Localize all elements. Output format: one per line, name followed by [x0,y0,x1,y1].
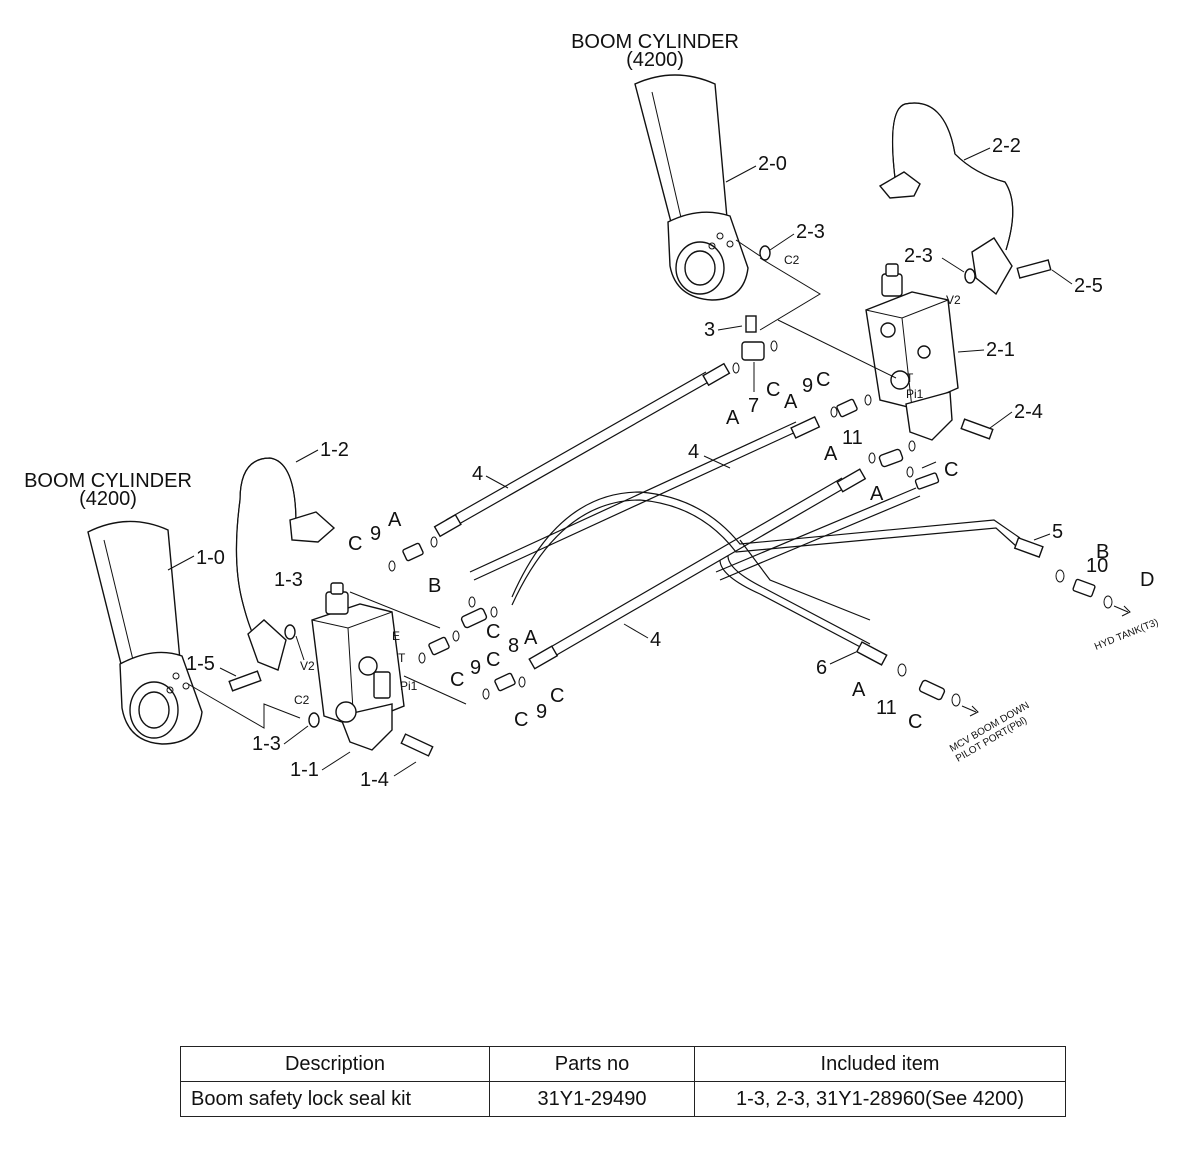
table-row: Boom safety lock seal kit 31Y1-29490 1-3… [180,1081,1066,1117]
label-2-2: 2-2 [992,135,1021,157]
boom-cylinder-left [87,520,203,745]
cylinder-left-code: (4200) [79,488,137,510]
part-labels: 1-0 1-1 1-2 1-3 1-3 1-4 1-5 2-0 2-1 2-2 … [167,135,1108,791]
label-9a: 9 [370,523,381,545]
port-t-left: T [398,651,406,665]
port-c2-left: C2 [294,693,310,707]
label-10: 10 [1086,555,1108,577]
seal-b1: B [428,575,441,597]
fittings [228,259,1096,757]
port-pi1-top: Pi1 [906,387,924,401]
pipe-2-2 [878,102,1014,296]
seal-c6: C [514,709,528,731]
seal-a6: A [870,483,884,505]
label-3: 3 [704,319,715,341]
port-c2-top: C2 [784,253,800,267]
label-4c: 4 [650,629,661,651]
seal-b2: B [1096,541,1109,563]
label-9b: 9 [470,657,481,679]
seal-c10: C [908,711,922,733]
label-2-4: 2-4 [1014,401,1043,423]
label-9c: 9 [536,701,547,723]
seal-c1: C [348,533,362,555]
cell-included-item: 1-3, 2-3, 31Y1-28960(See 4200) [694,1081,1066,1117]
seal-d1: D [1140,569,1154,591]
port-pi1-left: Pi1 [400,679,418,693]
seal-c5: C [550,685,564,707]
seal-a7: A [852,679,866,701]
seal-c2: C [486,621,500,643]
seal-kit-table: Description Parts no Included item Boom … [180,1046,1066,1117]
leader-lines [187,239,761,729]
safety-valve-left [311,582,405,751]
seal-a5: A [824,443,838,465]
o-rings [284,245,1113,728]
seal-a2: A [524,627,538,649]
label-1-4: 1-4 [360,769,389,791]
seal-c3: C [486,649,500,671]
notes: HYD TANK(T3) MCV BOOM DOWN PILOT PORT(Pb… [948,605,1160,765]
label-1-3b: 1-3 [252,733,281,755]
port-e-left: E [392,629,400,643]
port-t-top: T [906,371,914,385]
cell-description: Boom safety lock seal kit [180,1081,490,1117]
seal-c8: C [816,369,830,391]
seal-c9: C [944,459,958,481]
boom-cylinder-top [634,74,749,301]
label-6: 6 [816,657,827,679]
header-description: Description [180,1046,490,1082]
label-2-3a: 2-3 [796,221,825,243]
label-11b: 11 [876,697,897,719]
seal-c4: C [450,669,464,691]
label-1-0: 1-0 [196,547,225,569]
table-header-row: Description Parts no Included item [180,1046,1066,1082]
label-1-1: 1-1 [290,759,319,781]
label-8: 8 [508,635,519,657]
header-included-item: Included item [694,1046,1066,1082]
label-4a: 4 [472,463,483,485]
label-7: 7 [748,395,759,417]
note-hyd-tank: HYD TANK(T3) [1093,617,1160,653]
port-v2-left: V2 [300,659,315,673]
hoses [433,257,1044,670]
label-2-0: 2-0 [758,153,787,175]
cylinder-top-name: BOOM CYLINDER [571,31,739,53]
port-labels: C2 V2 T Pi1 C2 V2 E T Pi1 [294,253,961,707]
label-5: 5 [1052,521,1063,543]
label-2-3b: 2-3 [904,245,933,267]
seal-c7: C [766,379,780,401]
label-1-3a: 1-3 [274,569,303,591]
label-2-1: 2-1 [986,339,1015,361]
label-9d: 9 [802,375,813,397]
seal-a3: A [726,407,740,429]
seal-a1: A [388,509,402,531]
label-4b: 4 [688,441,699,463]
cylinder-top-code: (4200) [626,49,684,71]
safety-valve-top [865,263,959,441]
label-2-5: 2-5 [1074,275,1103,297]
cylinder-left-name: BOOM CYLINDER [24,470,192,492]
port-v2-top: V2 [946,293,961,307]
pipe-1-2 [235,457,336,671]
label-11a: 11 [842,427,863,449]
label-1-5: 1-5 [186,653,215,675]
header-parts-no: Parts no [489,1046,695,1082]
seal-labels: A A A A A A A B B C C C C C C C C C C D [348,369,1154,733]
cell-parts-no: 31Y1-29490 [489,1081,695,1117]
seal-a4: A [784,391,798,413]
label-1-2: 1-2 [320,439,349,461]
hydraulic-parts-diagram: BOOM CYLINDER (4200) BOOM CYLINDER (4200… [24,31,1160,791]
